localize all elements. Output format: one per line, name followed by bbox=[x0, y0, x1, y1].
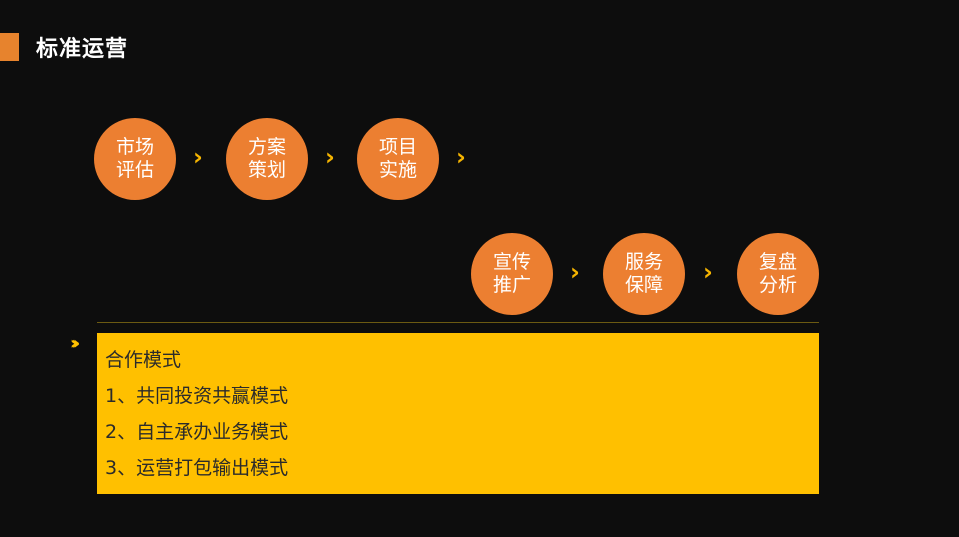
step-project-implementation: 项目实施 bbox=[357, 118, 439, 200]
step-label: 复盘分析 bbox=[758, 251, 797, 296]
step-label: 项目实施 bbox=[378, 136, 417, 181]
step-label: 服务保障 bbox=[624, 251, 663, 296]
step-label: 市场评估 bbox=[115, 136, 154, 181]
step-label: 宣传推广 bbox=[492, 251, 531, 296]
step-promotion: 宣传推广 bbox=[471, 233, 553, 315]
step-plan-design: 方案策划 bbox=[226, 118, 308, 200]
triple-chevron-icon: ››› bbox=[70, 333, 81, 354]
panel-heading: 合作模式 bbox=[105, 349, 182, 371]
step-service-guarantee: 服务保障 bbox=[603, 233, 685, 315]
chevron-right-icon: › bbox=[456, 143, 466, 171]
chevron-right-icon: › bbox=[325, 143, 335, 171]
chevron-right-icon: › bbox=[570, 258, 580, 286]
panel-item: 1、共同投资共赢模式 bbox=[105, 385, 289, 407]
chevron-right-icon: › bbox=[703, 258, 713, 286]
page-title: 标准运营 bbox=[36, 37, 129, 62]
step-label: 方案策划 bbox=[247, 136, 286, 181]
title-accent-bar bbox=[0, 33, 19, 61]
divider-line bbox=[97, 322, 819, 323]
step-market-assessment: 市场评估 bbox=[94, 118, 176, 200]
panel-item: 3、运营打包输出模式 bbox=[105, 457, 289, 479]
panel-item: 2、自主承办业务模式 bbox=[105, 421, 289, 443]
cooperation-panel bbox=[97, 333, 819, 494]
chevron-right-icon: › bbox=[193, 143, 203, 171]
step-review-analysis: 复盘分析 bbox=[737, 233, 819, 315]
